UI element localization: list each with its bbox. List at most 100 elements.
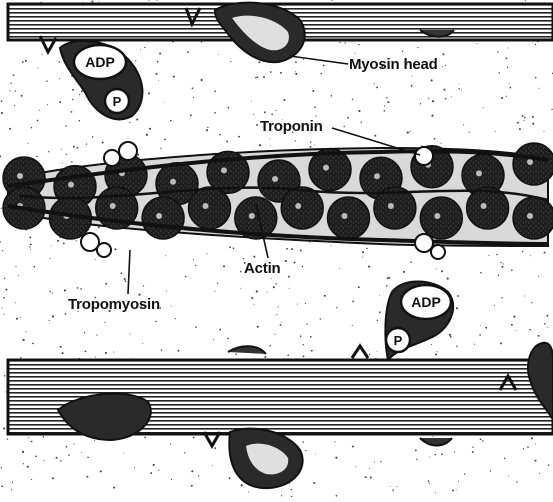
stipple-dot: [352, 445, 354, 447]
stipple-dot: [464, 473, 465, 474]
stipple-dot: [142, 343, 143, 344]
stipple-dot: [273, 286, 275, 288]
stipple-dot: [251, 297, 253, 299]
stipple-dot: [355, 466, 356, 467]
stipple-dot: [143, 285, 144, 286]
stipple-dot: [57, 240, 59, 242]
stipple-dot: [384, 105, 385, 106]
stipple-dot: [72, 89, 74, 91]
stipple-dot: [120, 272, 122, 274]
stipple-dot: [206, 129, 208, 131]
stipple-dot: [159, 52, 161, 54]
stipple-dot: [56, 457, 58, 459]
stipple-dot: [476, 43, 477, 44]
stipple-dot: [415, 450, 417, 452]
actin-bead-highlight: [527, 213, 533, 219]
stipple-dot: [175, 318, 176, 319]
stipple-dot: [516, 481, 517, 482]
stipple-dot: [193, 259, 194, 260]
stipple-dot: [343, 126, 344, 127]
stipple-dot: [432, 100, 434, 102]
stipple-dot: [278, 306, 279, 307]
stipple-dot: [441, 454, 443, 456]
stipple-dot: [480, 325, 481, 326]
stipple-dot: [191, 470, 193, 472]
stipple-dot: [295, 140, 296, 141]
stipple-dot: [506, 57, 508, 59]
stipple-dot: [428, 480, 430, 482]
stipple-dot: [66, 446, 68, 448]
stipple-dot: [490, 470, 491, 471]
stipple-dot: [80, 288, 82, 290]
stipple-dot: [289, 288, 290, 289]
stipple-dot: [515, 330, 516, 331]
stipple-dot: [48, 151, 49, 152]
stipple-dot: [482, 440, 484, 442]
stipple-dot: [431, 79, 433, 81]
stipple-dot: [86, 143, 87, 144]
stipple-dot: [386, 97, 387, 98]
stipple-dot: [463, 124, 464, 125]
stipple-dot: [507, 67, 508, 68]
stipple-dot: [62, 352, 64, 354]
stipple-dot: [361, 122, 362, 123]
stipple-dot: [331, 95, 333, 97]
stipple-dot: [402, 51, 403, 52]
stipple-dot: [384, 110, 386, 112]
stipple-dot: [456, 489, 457, 490]
stipple-dot: [218, 54, 219, 55]
stipple-dot: [51, 245, 52, 246]
phosphate-label-right: P: [394, 333, 403, 348]
stipple-dot: [269, 345, 271, 347]
stipple-dot: [352, 300, 354, 302]
stipple-dot: [441, 270, 443, 272]
stipple-dot: [1, 112, 3, 114]
stipple-dot: [315, 454, 316, 455]
stipple-dot: [124, 278, 126, 280]
stipple-dot: [295, 71, 296, 72]
stipple-dot: [31, 441, 33, 443]
stipple-dot: [253, 114, 254, 115]
stipple-dot: [429, 483, 430, 484]
stipple-dot: [303, 356, 305, 358]
phosphate-label-top: P: [113, 94, 122, 109]
thin-filament: [3, 142, 553, 259]
actin-bead-highlight: [156, 213, 162, 219]
stipple-dot: [380, 461, 381, 462]
stipple-dot: [148, 0, 149, 1]
stipple-dot: [66, 154, 67, 155]
stipple-dot: [178, 350, 180, 352]
stipple-dot: [95, 259, 96, 260]
stipple-dot: [443, 89, 445, 91]
stipple-dot: [287, 355, 289, 357]
stipple-dot: [519, 128, 521, 130]
stipple-dot: [532, 116, 534, 118]
stipple-dot: [20, 357, 21, 358]
stipple-dot: [81, 452, 82, 453]
stipple-dot: [114, 248, 116, 250]
stipple-dot: [303, 59, 304, 60]
stipple-dot: [30, 249, 31, 250]
stipple-dot: [31, 127, 33, 129]
stipple-dot: [47, 104, 48, 105]
stipple-dot: [370, 476, 372, 478]
stipple-dot: [201, 41, 202, 42]
stipple-dot: [461, 90, 462, 91]
stipple-dot: [42, 54, 43, 55]
stipple-dot: [336, 307, 337, 308]
stipple-dot: [14, 105, 15, 106]
stipple-dot: [23, 463, 24, 464]
stipple-dot: [27, 466, 29, 468]
stipple-dot: [229, 246, 231, 248]
stipple-dot: [192, 87, 194, 89]
stipple-dot: [358, 44, 359, 45]
stipple-dot: [286, 248, 288, 250]
stipple-dot: [64, 289, 66, 291]
stipple-dot: [459, 83, 460, 84]
stipple-dot: [435, 492, 436, 493]
actin-bead-highlight: [527, 159, 533, 165]
stipple-dot: [3, 297, 5, 299]
stipple-dot: [21, 95, 23, 97]
stipple-dot: [240, 271, 241, 272]
